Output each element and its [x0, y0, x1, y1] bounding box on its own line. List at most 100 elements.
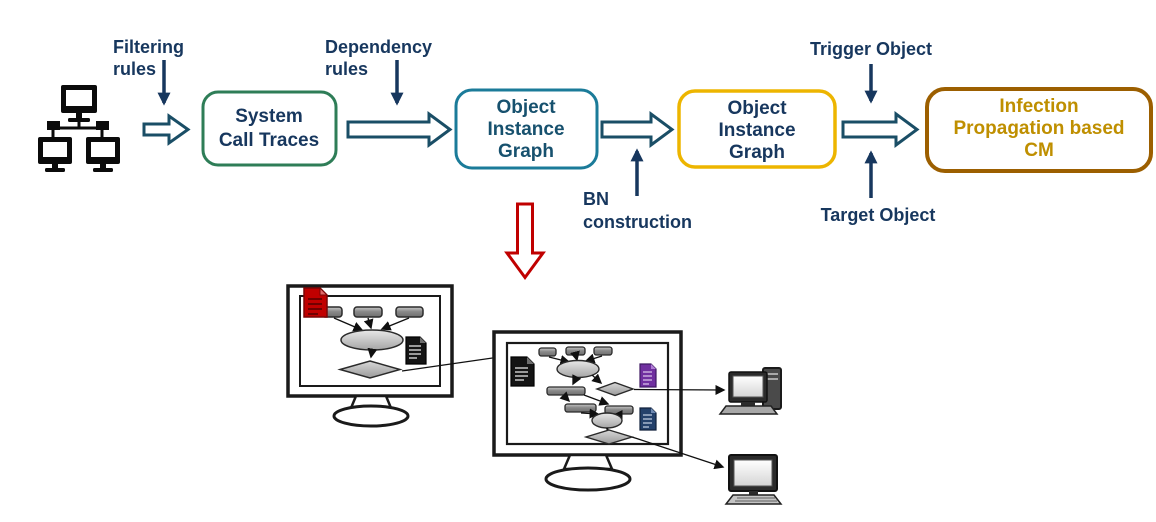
graph-edge — [591, 373, 603, 384]
box-object-instance-graph-2: Object Instance Graph — [677, 89, 837, 169]
black-document-fold — [420, 337, 426, 343]
network-computers-icon — [38, 85, 120, 172]
box-object-instance-graph-2-border — [677, 89, 837, 169]
label-dependency-rules: Dependency rules — [325, 37, 432, 106]
graph-node-ellipse — [340, 329, 404, 351]
label-bn-construction-line2: construction — [583, 212, 692, 232]
blue-document-fold — [651, 408, 656, 413]
graph-edge — [583, 394, 610, 406]
label-bn-construction-line1: BN — [583, 189, 609, 209]
desktop-pc-stand — [741, 402, 755, 406]
box-infection-propagation-cm-border — [925, 87, 1153, 173]
graph-node-diamond — [583, 429, 635, 445]
desktop-pc-keyboard — [718, 405, 779, 415]
box-object-instance-graph-1: Object Instance Graph — [454, 88, 599, 170]
box-infection-propagation-cm-line3: CM — [1024, 140, 1054, 161]
purple-document-fold — [651, 364, 656, 369]
box-object-instance-graph-2-line2: Instance — [718, 120, 795, 141]
monitor-stand — [749, 491, 758, 495]
graph-node-rect — [593, 346, 613, 356]
expand-red-arrow-icon — [504, 202, 546, 281]
monitor-screen — [733, 459, 773, 487]
label-filtering-rules-line2: rules — [113, 59, 156, 79]
box-system-call-traces-line2: Call Traces — [219, 130, 319, 151]
graph-edge — [584, 353, 603, 364]
box-object-instance-graph-1-border — [454, 88, 599, 170]
desktop-pc-icon — [718, 367, 782, 415]
red-document-fold — [319, 286, 329, 296]
box-infection-propagation-cm-line2: Propagation based — [953, 118, 1124, 139]
graph-node-rect — [564, 403, 597, 413]
box-object-instance-graph-1-line3: Graph — [498, 141, 554, 162]
red-document-lines — [308, 298, 322, 315]
graph-node-rect — [353, 306, 383, 318]
graph-node-rect — [565, 346, 586, 356]
network-right-stand — [100, 164, 106, 168]
box-object-instance-graph-2-line3: Graph — [729, 142, 785, 163]
label-trigger-object-text: Trigger Object — [810, 39, 932, 59]
graph-node-diamond — [594, 381, 636, 397]
middle-monitor-base — [544, 466, 632, 492]
left-monitor-base — [332, 404, 410, 428]
graph-node-rect — [538, 347, 557, 357]
connector-middle-to-monitor — [631, 436, 725, 470]
box-system-call-traces-line1: System — [235, 106, 303, 127]
graph-edge — [572, 374, 582, 386]
box-infection-propagation-cm: Infection Propagation based CM — [925, 87, 1153, 173]
flow-arrow-3 — [600, 111, 675, 148]
black-document-lines — [515, 367, 528, 381]
label-dependency-rules-line1: Dependency — [325, 37, 432, 57]
graph-edge — [580, 408, 600, 419]
flow-arrow-2 — [346, 111, 453, 148]
left-graph — [303, 286, 427, 379]
box-infection-propagation-cm-line1: Infection — [999, 96, 1078, 117]
graph-edge — [380, 317, 410, 331]
red-document-icon — [303, 286, 329, 318]
flow-arrow-4 — [841, 111, 920, 148]
graph-node-diamond — [337, 360, 403, 379]
graph-node-ellipse — [591, 412, 623, 429]
purple-document-icon — [639, 363, 657, 388]
black-document-icon — [510, 356, 535, 387]
label-trigger-object: Trigger Object — [810, 39, 932, 104]
monitor-keyboard-keys — [735, 497, 777, 502]
blue-document-icon — [639, 407, 657, 431]
label-target-object-text: Target Object — [821, 205, 936, 225]
network-node-right — [96, 121, 109, 130]
box-object-instance-graph-2-line1: Object — [727, 98, 787, 119]
label-dependency-rules-line2: rules — [325, 59, 368, 79]
graph-edge — [559, 391, 571, 403]
purple-document-lines — [643, 371, 652, 385]
monitor-keyboard-icon — [724, 454, 783, 505]
graph-edge — [367, 347, 378, 359]
network-top-screen — [66, 90, 92, 106]
black-document-icon — [405, 336, 427, 365]
box-system-call-traces: System Call Traces — [201, 90, 338, 167]
label-filtering-rules: Filtering rules — [113, 37, 184, 106]
black-document-lines — [409, 345, 421, 359]
graph-edge — [333, 317, 364, 332]
network-top-base — [68, 118, 90, 122]
graph-edge — [363, 317, 374, 330]
network-right-screen — [91, 142, 115, 157]
label-target-object: Target Object — [821, 150, 936, 225]
desktop-pc-screen — [732, 375, 764, 398]
flow-arrow-1 — [142, 113, 191, 146]
middle-graph — [510, 346, 657, 445]
label-bn-construction: BN construction — [583, 148, 692, 232]
black-document-fold — [527, 357, 534, 364]
network-right-base — [93, 168, 113, 172]
box-object-instance-graph-1-line1: Object — [496, 97, 556, 118]
graph-edge — [570, 350, 580, 362]
box-system-call-traces-border — [201, 90, 338, 167]
network-left-screen — [43, 142, 67, 157]
network-left-stand — [52, 164, 58, 168]
graph-node-rect — [395, 306, 424, 318]
monitor-keyboard — [724, 494, 783, 505]
graph-edge — [548, 355, 571, 365]
network-top-stand — [76, 113, 82, 118]
blue-document-lines — [643, 414, 652, 428]
network-node-left — [47, 121, 60, 130]
